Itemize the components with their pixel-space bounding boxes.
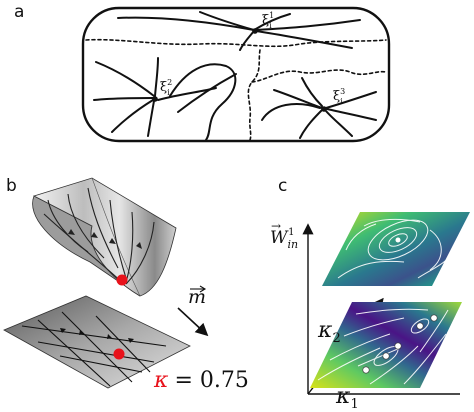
plane-critical-point: [113, 348, 125, 360]
streamline: [299, 109, 323, 139]
streamline: [199, 11, 255, 31]
dashed-boundary-middle: [247, 49, 261, 141]
streamline: [95, 61, 155, 97]
critical-point-2: [152, 96, 158, 102]
streamline: [93, 97, 154, 101]
y-axis-label: →Win1: [270, 219, 304, 251]
streamline: [117, 16, 255, 31]
top-flow-plane: [322, 212, 470, 286]
cylinder-surface: [32, 177, 177, 297]
kappa1-label: κ1: [336, 384, 359, 412]
critical-point-3: [321, 106, 327, 112]
y-axis-sub: in: [287, 238, 299, 251]
streamline: [147, 100, 155, 137]
kappa-value: = 0.75: [174, 368, 249, 393]
flat-plane: [3, 295, 191, 389]
kappa-equation: κ= 0.75: [154, 368, 249, 393]
m-arrow: [177, 307, 209, 337]
m-vector-label: m: [188, 286, 207, 308]
panel-c-label: c: [278, 176, 288, 196]
panel-a-label: a: [14, 2, 25, 22]
streamline: [255, 30, 353, 49]
streamline: [253, 13, 291, 31]
panel-b-label: b: [6, 176, 17, 196]
cylinder-critical-point: [116, 274, 128, 286]
kappa-symbol: κ: [154, 368, 169, 393]
critical-point-1: [252, 28, 258, 34]
streamline: [154, 57, 159, 97]
y-axis-vector-hat: →: [271, 219, 282, 233]
dashed-boundary-top: [85, 38, 387, 48]
streamline: [301, 77, 323, 107]
dashed-boundary-right: [251, 69, 387, 83]
streamline: [326, 108, 377, 121]
domain-boundary: [81, 6, 391, 143]
y-axis-sup: 1: [288, 227, 295, 238]
y-axis-base: W: [270, 228, 288, 248]
streamline: [111, 99, 154, 133]
streamline: [325, 91, 377, 109]
bottom-flow-plane: [310, 302, 462, 388]
kappa2-label: κ2: [318, 318, 341, 346]
streamline: [169, 63, 237, 141]
streamline: [177, 73, 237, 113]
streamline: [261, 103, 321, 121]
streamline: [255, 19, 361, 31]
m-vector-hat-tip: [199, 285, 207, 293]
streamline: [325, 110, 353, 137]
